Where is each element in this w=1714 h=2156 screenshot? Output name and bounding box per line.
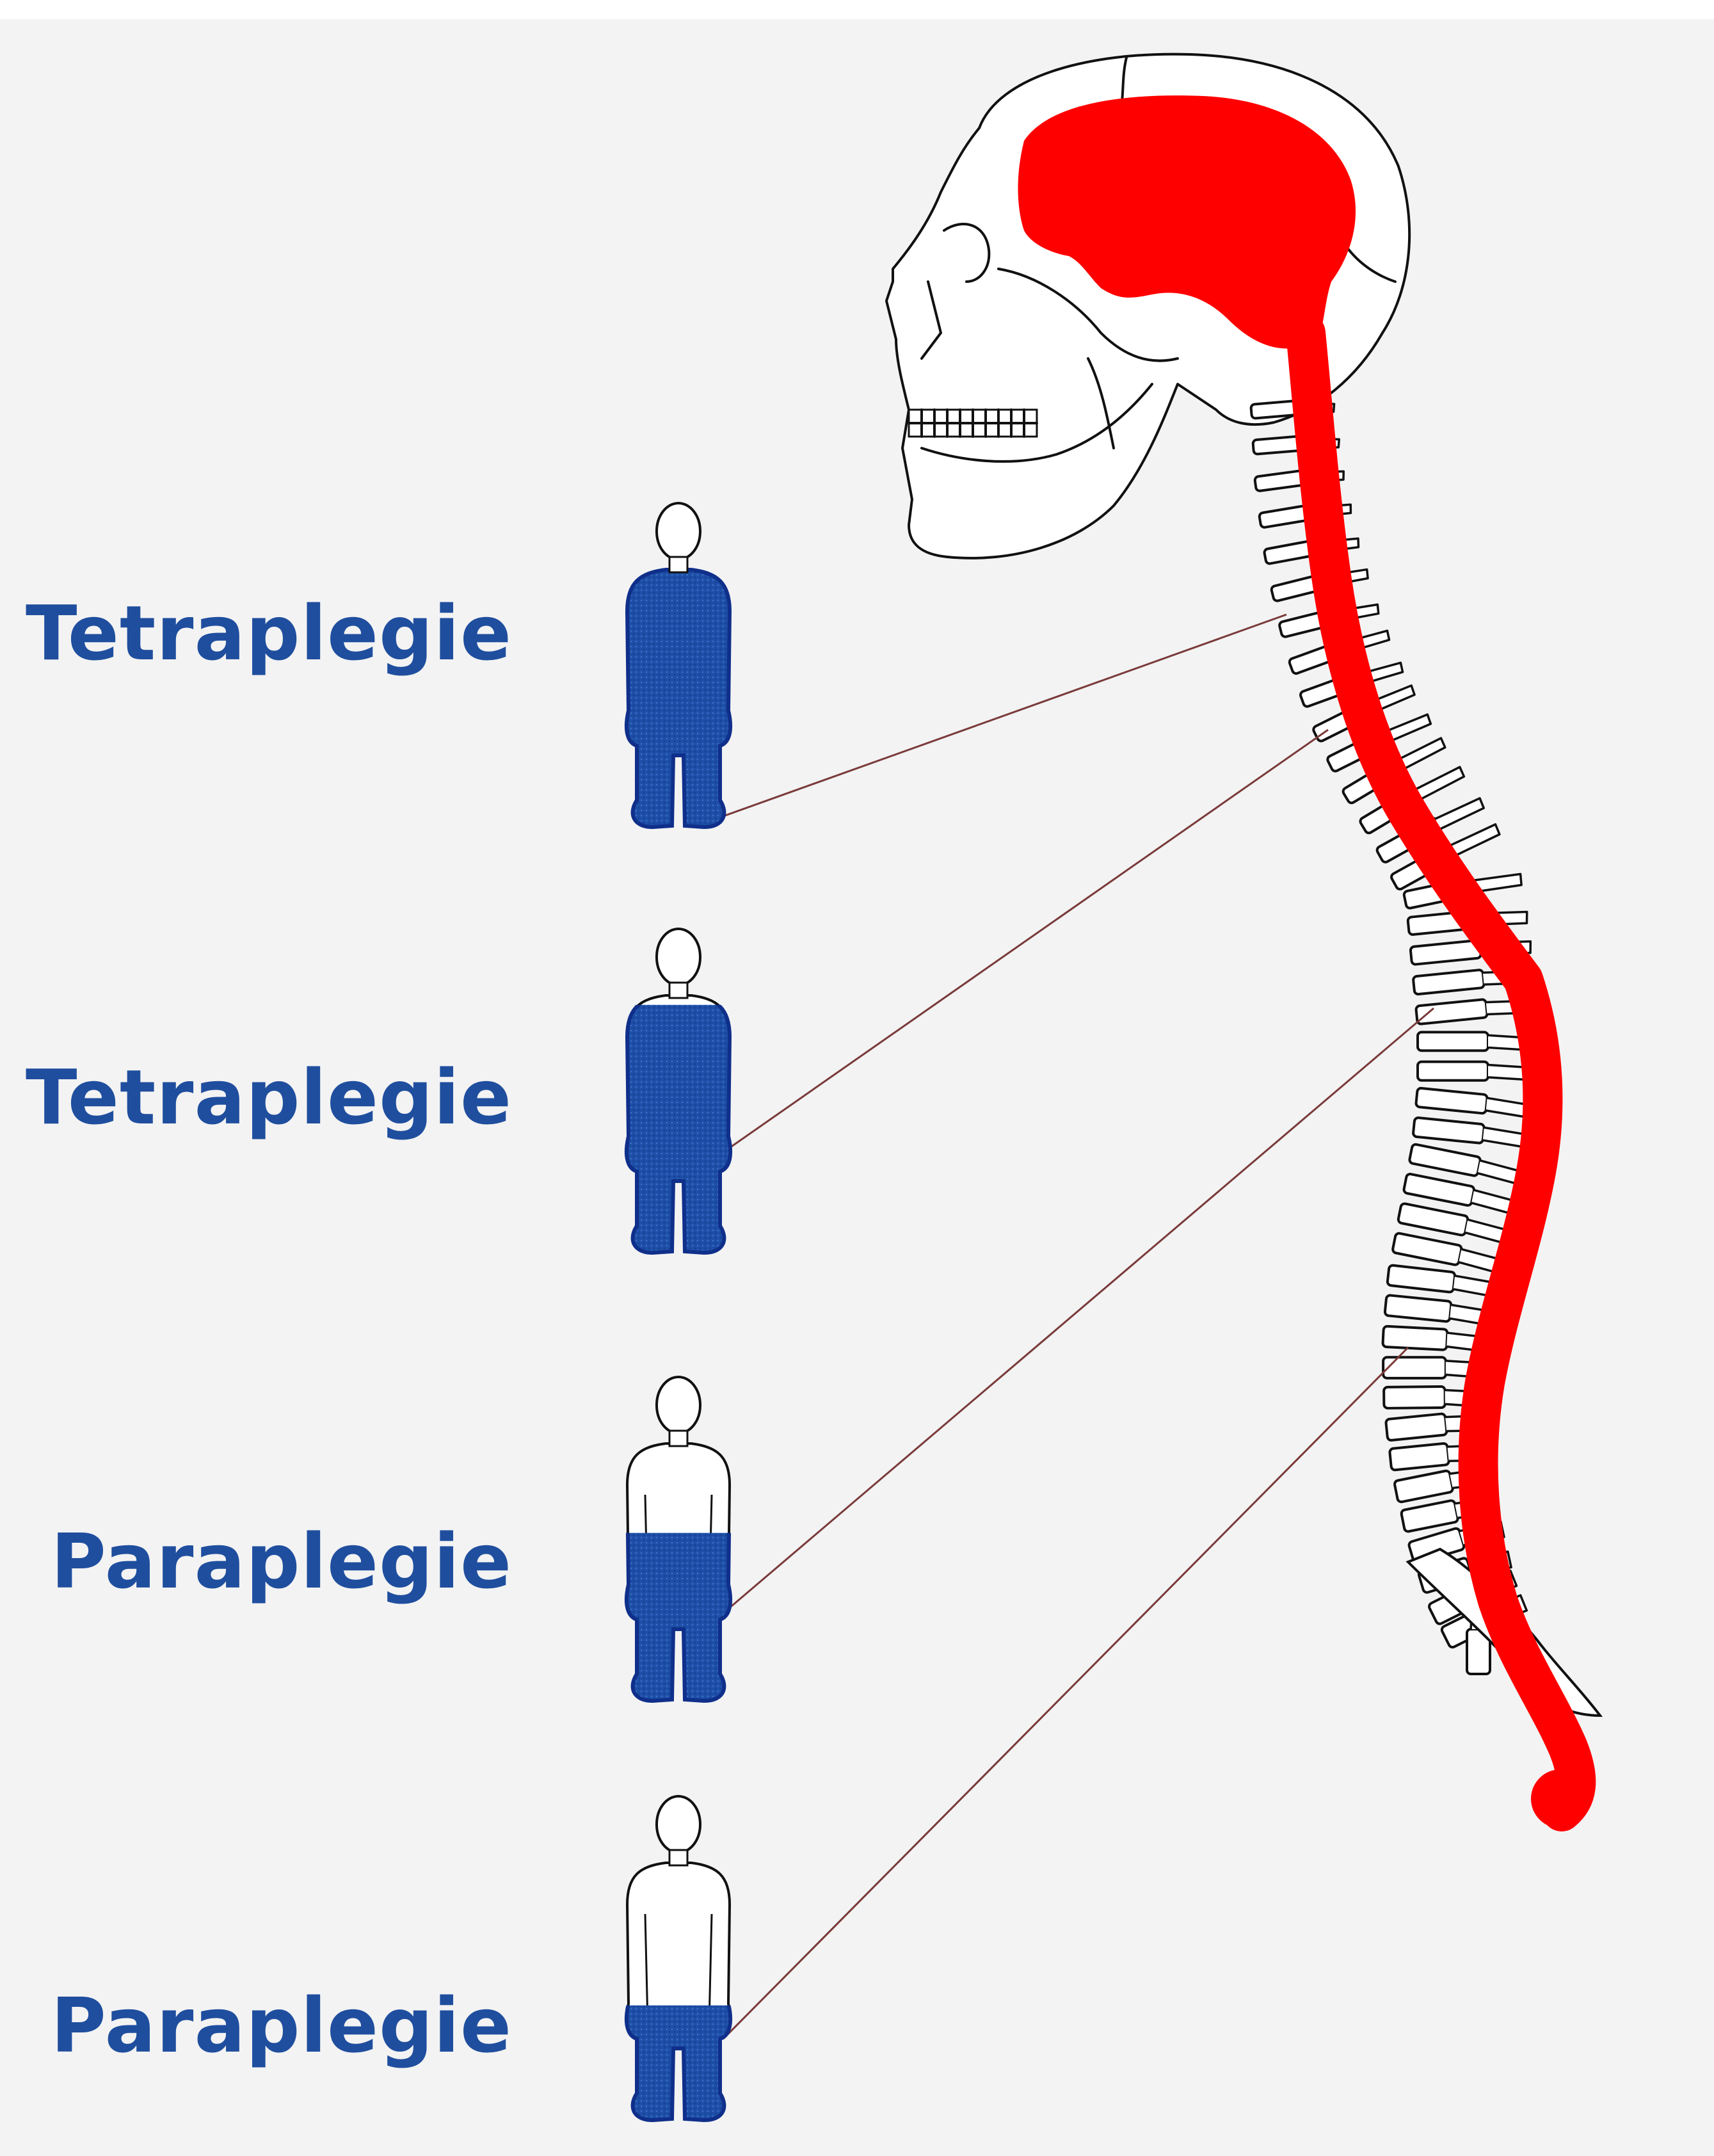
level-label-3: Paraplegie <box>51 1517 512 1605</box>
figure-head <box>657 503 700 559</box>
figure-neck <box>669 983 687 998</box>
spinal-cord-end <box>1531 1769 1590 1828</box>
figure-neck <box>669 1431 687 1446</box>
level-label-4: Paraplegie <box>51 1981 512 2070</box>
teeth <box>909 410 1037 437</box>
top-border <box>0 0 1714 19</box>
level-label-2: Tetraplegie <box>26 1053 512 1141</box>
figure-head <box>657 1796 700 1853</box>
figure-head <box>657 929 700 985</box>
figure-neck <box>669 1850 687 1865</box>
figure-head <box>657 1377 700 1433</box>
figure-neck <box>669 557 687 572</box>
level-label-1: Tetraplegie <box>26 589 512 677</box>
